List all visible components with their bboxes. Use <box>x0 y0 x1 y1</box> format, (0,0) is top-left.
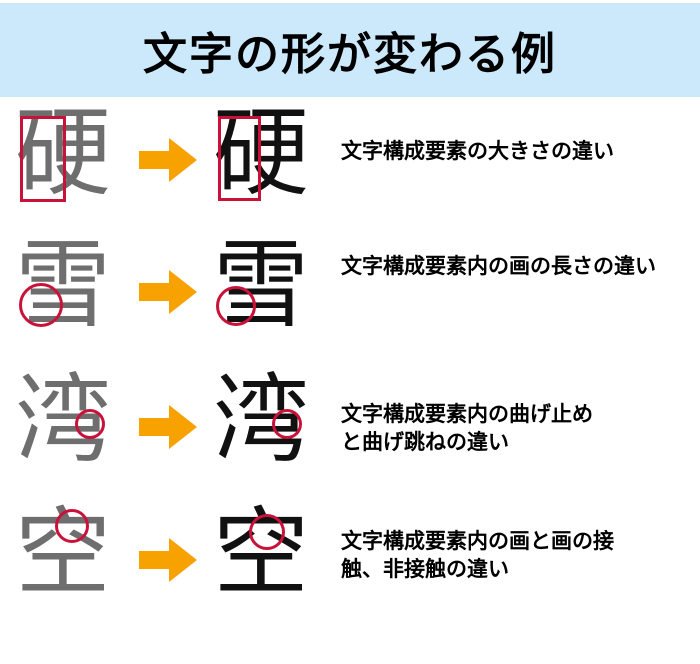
red-circle-annotation <box>249 514 285 550</box>
description-line: 触、非接触の違い <box>341 558 509 581</box>
red-circle-annotation <box>75 409 105 439</box>
example-row-stroke-length: 雪 雪 文字構成要素内の画の長さの違い <box>0 230 700 348</box>
example-row-bend-stop-hook: 湾 湾 文字構成要素内の曲げ止め と曲げ跳ねの違い <box>0 365 700 483</box>
description-line: 文字構成要素内の画と画の接 <box>341 530 614 553</box>
kanji-after: 雪 <box>213 232 309 339</box>
example-row-size-difference: 硬 硬 文字構成要素の大きさの違い <box>0 98 700 216</box>
header-banner: 文字の形が変わる例 <box>0 3 700 97</box>
right-arrow-icon <box>139 270 197 314</box>
example-row-stroke-contact: 空 空 文字構成要素内の画と画の接 触、非接触の違い <box>0 498 700 616</box>
right-arrow-icon <box>139 138 197 182</box>
description-text: 文字構成要素の大きさの違い <box>341 138 686 166</box>
right-arrow-icon <box>139 538 197 582</box>
description-line: 文字構成要素内の曲げ止め <box>341 403 593 426</box>
red-circle-annotation <box>216 286 256 326</box>
description-line: と曲げ跳ねの違い <box>341 431 509 454</box>
red-rectangle-annotation <box>218 116 261 201</box>
red-rectangle-annotation <box>20 116 66 202</box>
page-title: 文字の形が変わる例 <box>143 30 557 79</box>
description-text: 文字構成要素内の曲げ止め と曲げ跳ねの違い <box>341 401 686 457</box>
kanji-before: 雪 <box>15 232 111 339</box>
red-circle-annotation <box>55 509 89 543</box>
red-circle-annotation <box>19 283 63 327</box>
description-line: 文字構成要素の大きさの違い <box>341 140 614 163</box>
description-line: 文字構成要素内の画の長さの違い <box>341 255 656 278</box>
right-arrow-icon <box>139 405 197 449</box>
description-text: 文字構成要素内の画の長さの違い <box>341 253 686 281</box>
red-circle-annotation <box>272 409 302 439</box>
description-text: 文字構成要素内の画と画の接 触、非接触の違い <box>341 528 686 584</box>
